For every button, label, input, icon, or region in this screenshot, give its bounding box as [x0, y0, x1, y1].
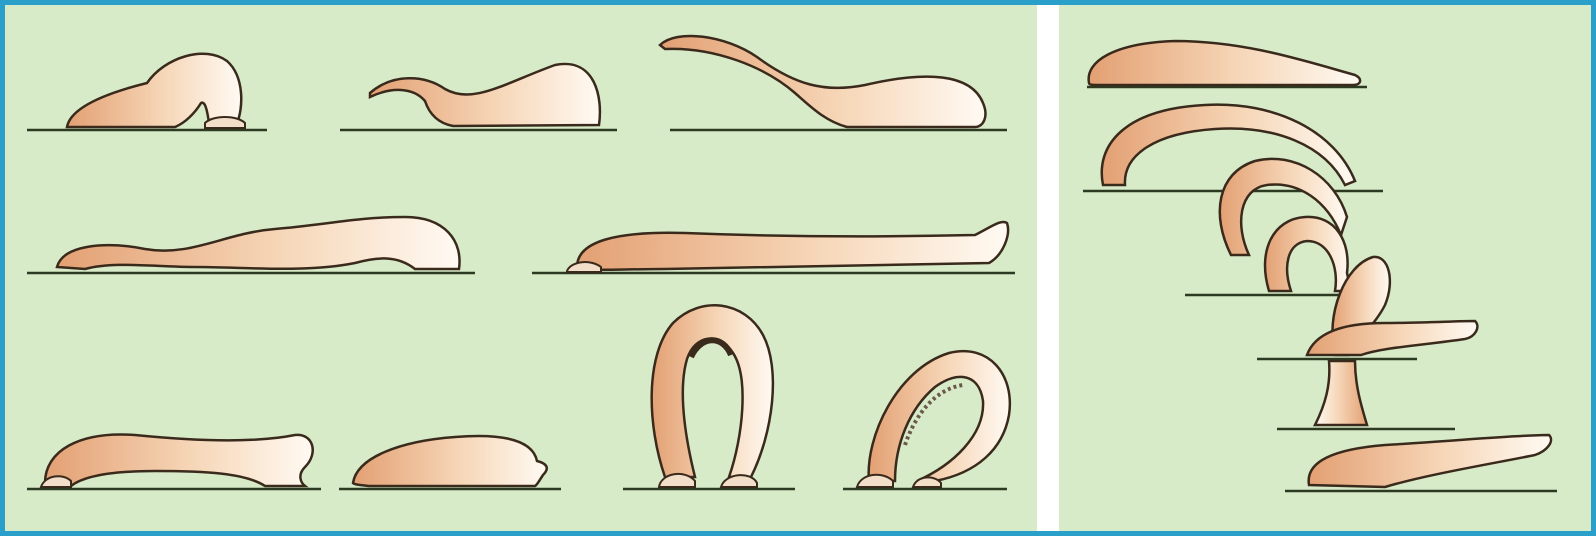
hydra-locomotion-illustration [5, 5, 1591, 531]
hydra-figure-10 [1089, 41, 1360, 85]
hydra-figure-1 [67, 54, 241, 128]
hydra-figure-16 [1309, 435, 1551, 487]
hydra-foot [857, 475, 893, 487]
hydra-figure-4 [57, 217, 460, 269]
panel-divider [1037, 5, 1059, 531]
hydra-foot [567, 262, 601, 272]
hydra-figure-6 [45, 434, 313, 486]
hydra-figure-2 [370, 64, 600, 126]
right-panel-somersault [1083, 41, 1557, 491]
hydra-figure-9 [869, 351, 1010, 481]
hydra-stalk [1315, 361, 1367, 425]
hydra-figure-8 [652, 305, 773, 477]
hydra-figure-7 [353, 436, 547, 486]
hydra-foot [721, 475, 757, 487]
hydra-figure-5 [577, 222, 1008, 270]
hydra-foot [205, 117, 245, 128]
left-panel-crawling [27, 36, 1015, 489]
hydra-foot [913, 477, 941, 487]
hydra-figure-3 [660, 36, 985, 127]
